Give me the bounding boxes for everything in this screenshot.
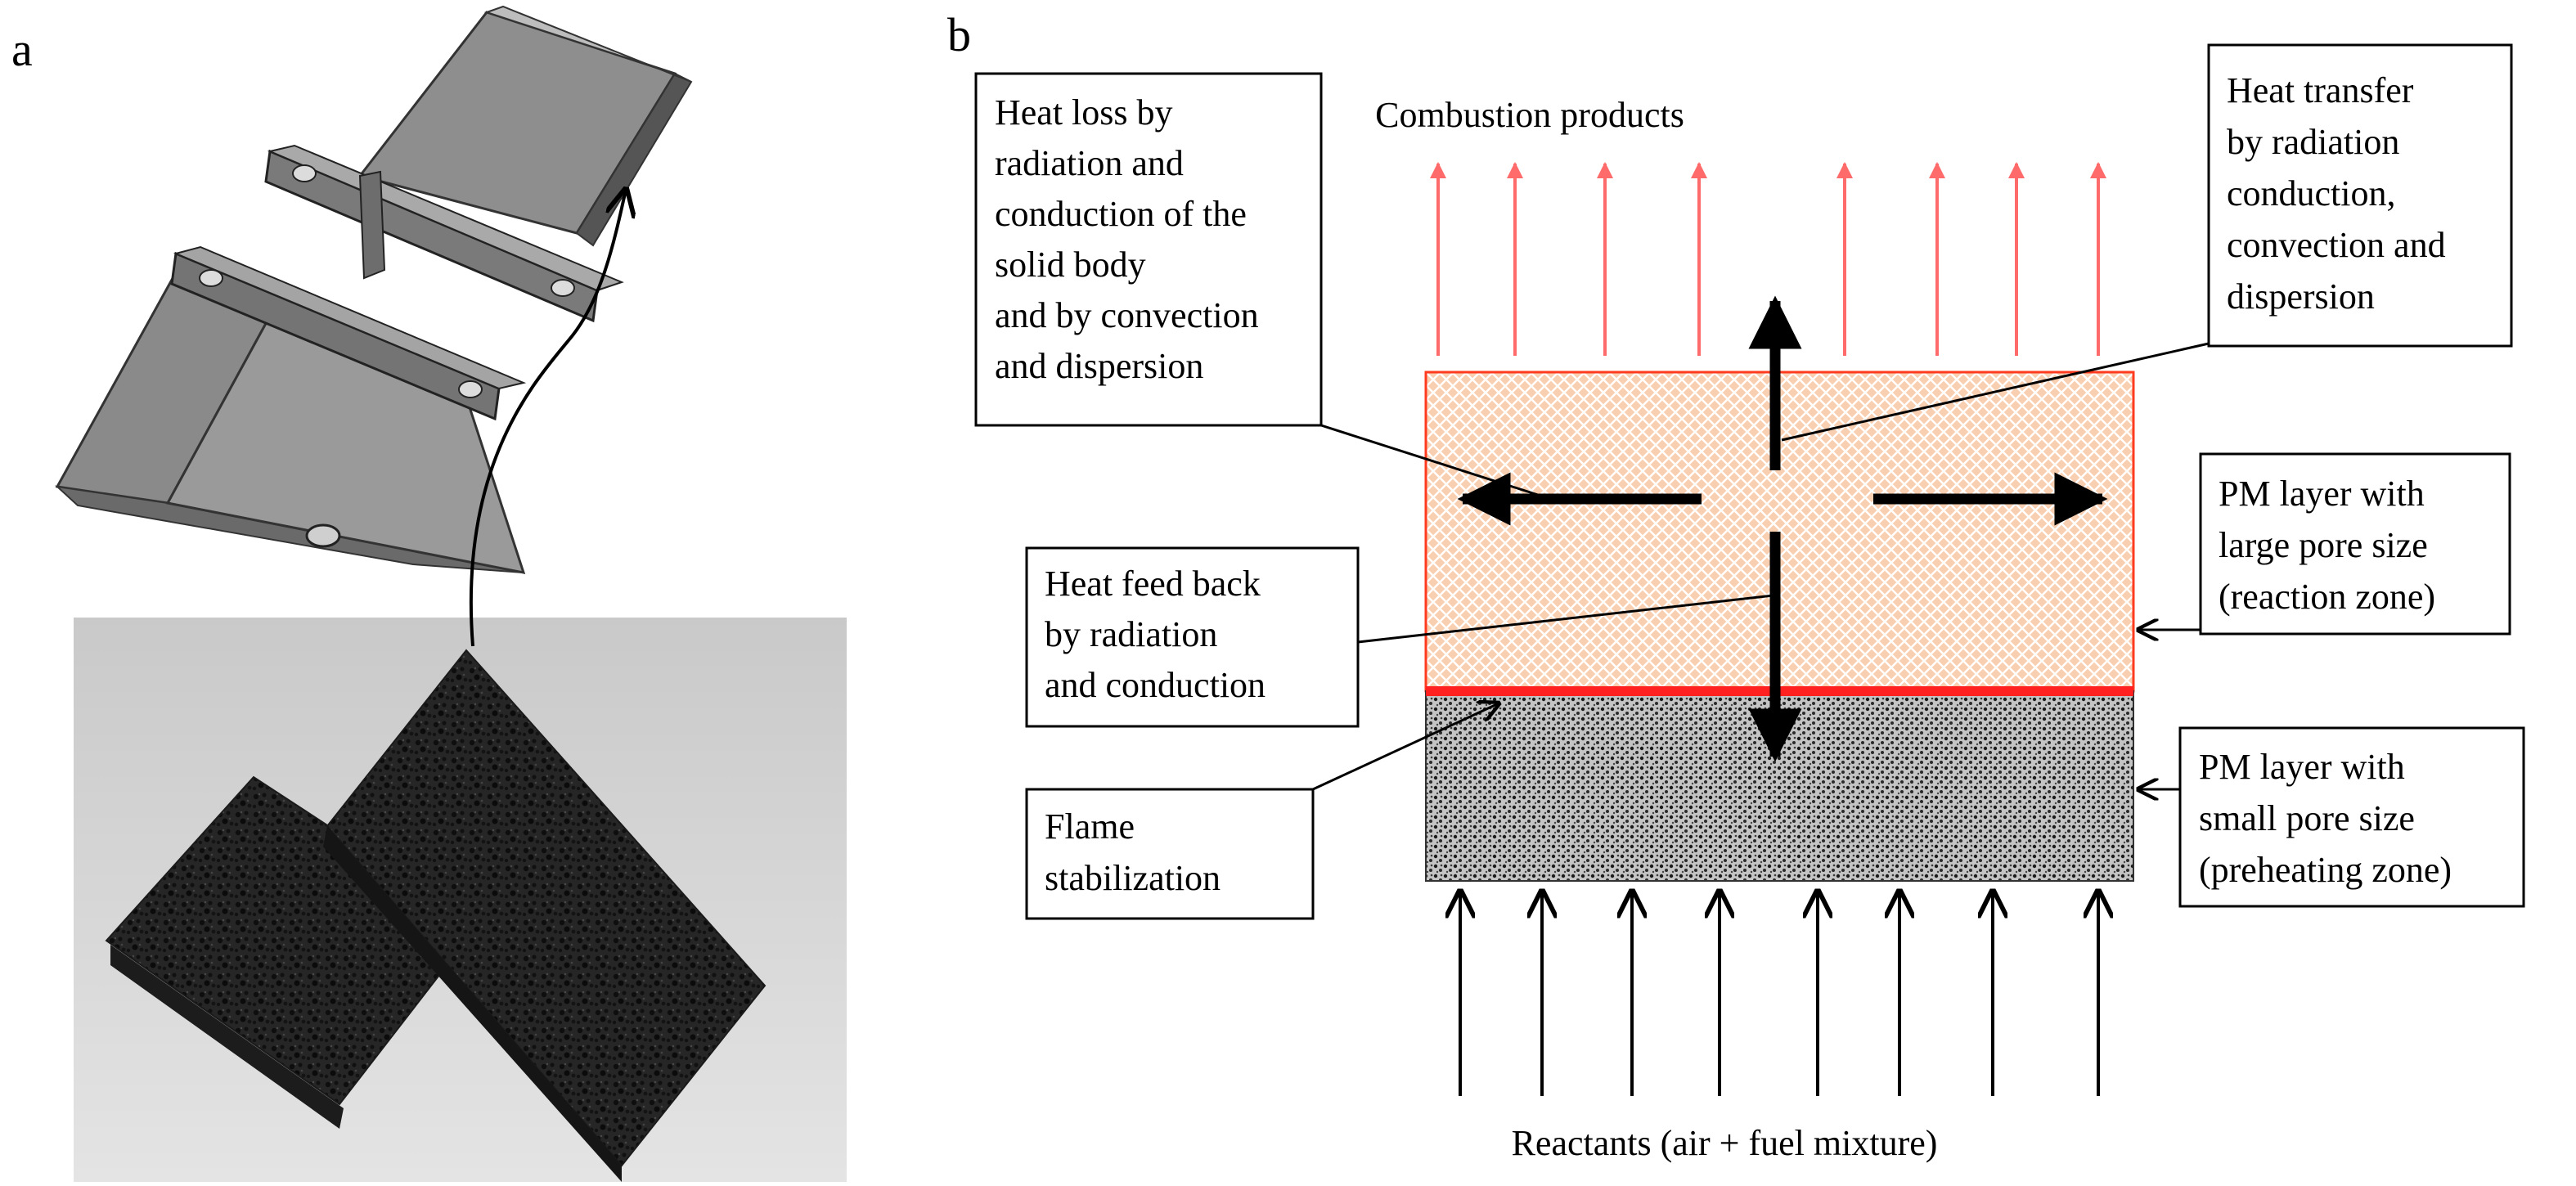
product-arrows [1430, 162, 2106, 356]
combustion-products-label: Combustion products [1375, 95, 1684, 135]
pm-small-line-1: PM layer with [2199, 747, 2405, 787]
heat-loss-line-2: radiation and [995, 143, 1184, 183]
foam-photo [74, 618, 847, 1182]
flame-stabilization-callout: Flame stabilization [1025, 788, 1315, 920]
heat-feedback-callout: Heat feed back by radiation and conducti… [1025, 546, 1360, 728]
leader-heat-transfer [1781, 342, 2210, 442]
foam-pad-right-edge [323, 826, 622, 1182]
heat-feedback-line-2: by radiation [1045, 614, 1217, 654]
pm-small-line-3: (preheating zone) [2199, 850, 2452, 890]
pm-large-line-3: (reaction zone) [2219, 577, 2435, 617]
heat-loss-line-4: solid body [995, 245, 1146, 285]
heat-feedback-line-1: Heat feed back [1045, 564, 1261, 604]
heat-loss-callout: Heat loss by radiation and conduction of… [974, 72, 1323, 427]
leader-lines [1312, 342, 2210, 791]
heat-feedback-line-3: and conduction [1045, 665, 1266, 705]
heat-transfer-line-5: dispersion [2227, 276, 2375, 317]
heat-loss-line-1: Heat loss by [995, 92, 1173, 133]
flame-stabilization-line-1: Flame [1045, 806, 1135, 847]
panel-a-letter: a [11, 23, 33, 76]
heat-transfer-line-1: Heat transfer [2227, 70, 2414, 110]
reactants-label: Reactants (air + fuel mixture) [1512, 1123, 1938, 1163]
heat-transfer-box [2207, 43, 2513, 348]
heat-loss-box [974, 72, 1323, 427]
pm-small-callout: PM layer with small pore size (preheatin… [2178, 726, 2525, 908]
leader-flame [1312, 703, 1499, 791]
flame-stabilization-box [1025, 788, 1315, 920]
bracket-part-upper [264, 5, 693, 323]
pm-large-box [2199, 452, 2511, 636]
flame-stabilization-line-2: stabilization [1045, 858, 1221, 898]
heat-transfer-callout: Heat transfer by radiation conduction, c… [2207, 43, 2513, 348]
foam-pad-left-edge [110, 945, 344, 1129]
pm-large-callout: PM layer with large pore size (reaction … [2199, 452, 2511, 636]
heat-loss-line-6: and dispersion [995, 346, 1203, 386]
heat-transfer-line-3: conduction, [2227, 173, 2396, 213]
pm-large-line-2: large pore size [2219, 525, 2428, 565]
leader-heat-feedback [1357, 594, 1774, 644]
pm-large-line-1: PM layer with [2219, 474, 2425, 514]
heat-arrows [1457, 295, 2108, 762]
heat-transfer-line-2: by radiation [2227, 122, 2399, 162]
pm-small-line-2: small pore size [2199, 798, 2415, 838]
panel-b-letter: b [947, 8, 971, 61]
heat-feedback-box [1025, 546, 1360, 728]
pm-small-box [2178, 726, 2525, 908]
heat-loss-line-3: conduction of the [995, 194, 1247, 234]
heat-loss-line-5: and by convection [995, 295, 1259, 335]
foam-to-bracket-arrow [469, 190, 626, 647]
foam-pad-right [326, 649, 767, 1167]
reactant-arrows [1460, 892, 2098, 1096]
bracket-part-lower [54, 245, 527, 574]
heat-transfer-line-4: convection and [2227, 225, 2446, 265]
leader-heat-loss [1320, 424, 1539, 496]
